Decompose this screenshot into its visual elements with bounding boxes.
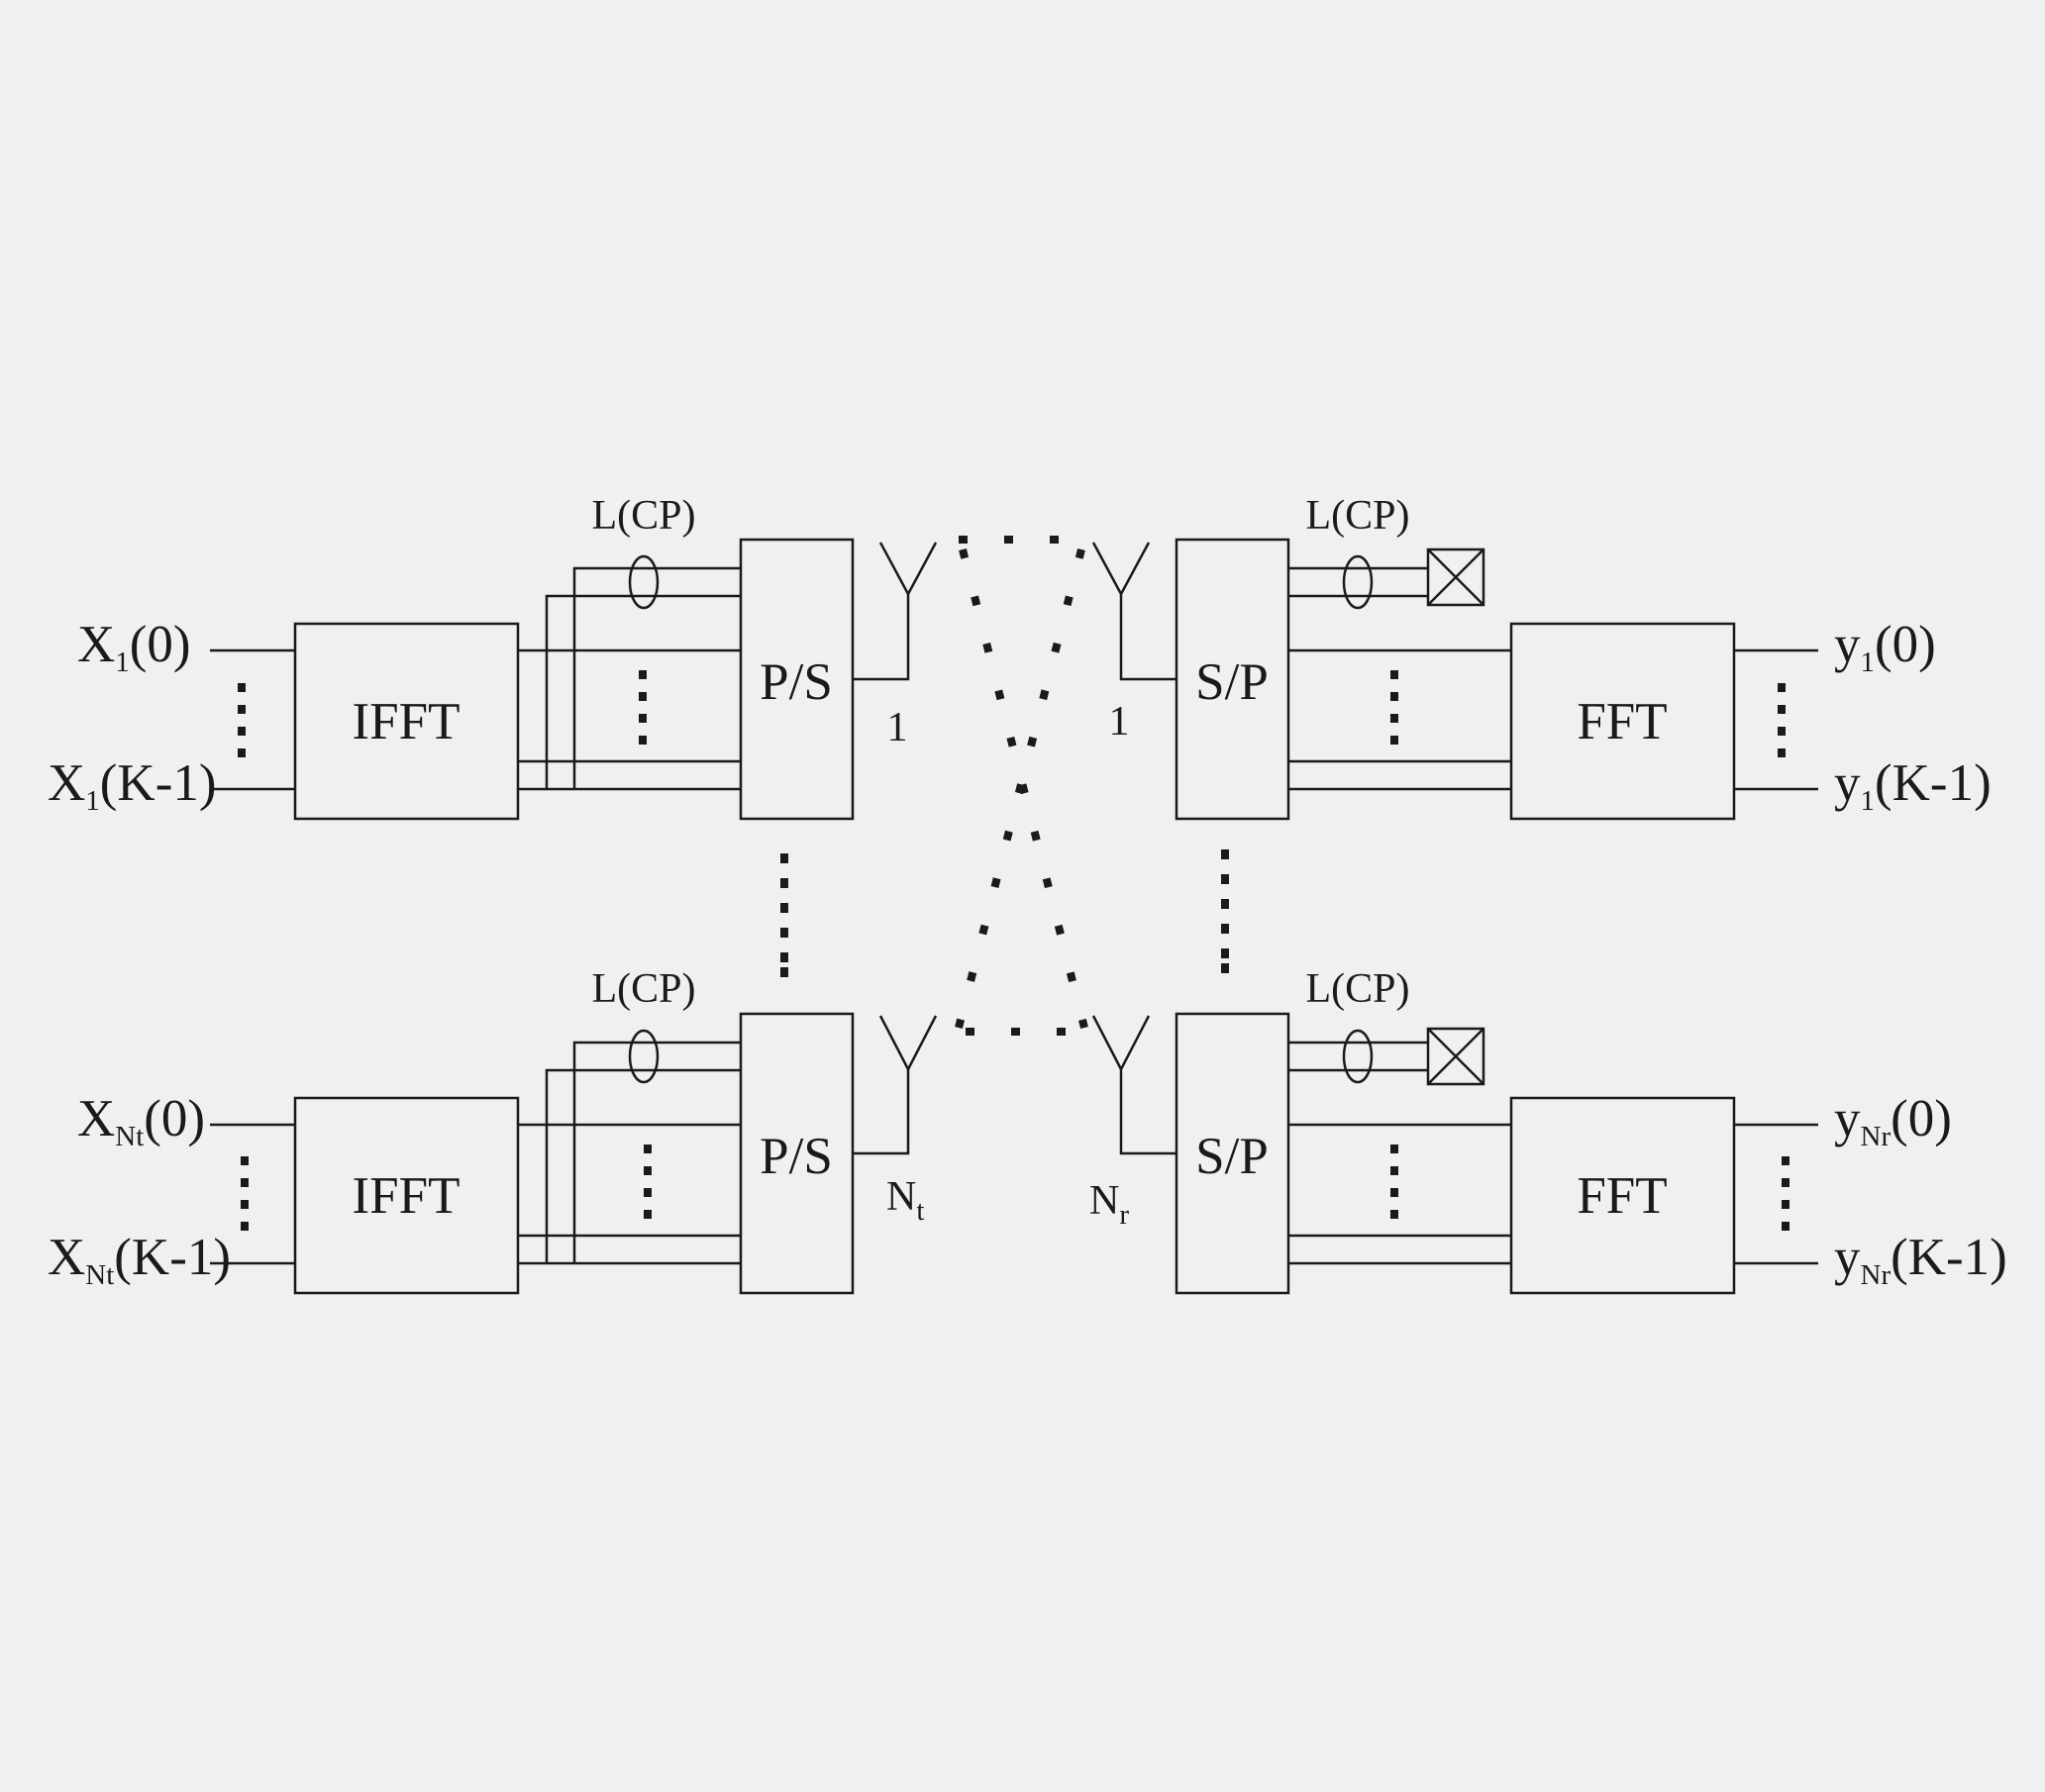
antenna-feed-line: [853, 594, 910, 681]
rx-chain-bottom: Nr S/P L(CP) FFT yNr(0: [1089, 966, 2007, 1295]
rx-chain-top: 1 S/P L(CP) FFT: [1091, 493, 1992, 821]
tx-chain-top: X1(0) X1(K-1) IFFT L(CP) P/S 1: [48, 493, 938, 821]
tx-antenna-index-label: Nt: [886, 1174, 924, 1227]
discard-icon: [1426, 1027, 1485, 1086]
parallel-ellipsis: [1390, 1145, 1398, 1219]
parallel-ellipsis: [639, 670, 647, 745]
sp-label: S/P: [1195, 1128, 1269, 1185]
sp-block: [1175, 1012, 1290, 1295]
parallel-ellipsis: [1390, 670, 1398, 745]
cp-bundle-ellipse: [628, 554, 660, 610]
cp-copy-line-outer: [572, 1041, 741, 1263]
rx-output-first-label: yNr(0): [1834, 1090, 1952, 1152]
ps-label: P/S: [760, 653, 833, 711]
ifft-block: [293, 1096, 520, 1295]
rx-antenna-index-label: Nr: [1089, 1178, 1129, 1231]
cp-copy-line-inner: [545, 594, 741, 789]
tx-input-first-label: XNt(0): [77, 1090, 205, 1152]
input-ellipsis: [241, 1156, 249, 1231]
ifft-label: IFFT: [353, 693, 460, 750]
antenna-icon: [1091, 1015, 1151, 1072]
sp-label: S/P: [1195, 653, 1269, 711]
antenna-feed-line: [1119, 594, 1176, 681]
cp-copy-line-inner: [545, 1068, 741, 1263]
cp-label: L(CP): [1306, 493, 1410, 539]
tx-input-last-label: XNt(K-1): [48, 1229, 231, 1291]
rx-antenna-index-label: 1: [1109, 699, 1130, 745]
tx-antenna-index-label: 1: [887, 705, 908, 750]
cp-label: L(CP): [592, 493, 696, 539]
sp-block: [1175, 538, 1290, 821]
cp-label: L(CP): [592, 966, 696, 1012]
cp-label: L(CP): [1306, 966, 1410, 1012]
ps-label: P/S: [760, 1128, 833, 1185]
rx-output-last-label: yNr(K-1): [1834, 1229, 2007, 1291]
fft-block: [1509, 622, 1736, 821]
channel-path-diagonal-2: [955, 548, 1085, 1029]
fft-label: FFT: [1577, 693, 1667, 750]
discard-icon: [1426, 548, 1485, 607]
cp-bundle-ellipse: [628, 1029, 660, 1084]
antenna-icon: [1091, 542, 1151, 597]
tx-chain-bottom: XNt(0) XNt(K-1) IFFT L(CP) P/S Nt: [48, 966, 938, 1295]
cp-bundle-ellipse: [1342, 1029, 1374, 1084]
parallel-ellipsis: [644, 1145, 652, 1219]
fft-block: [1509, 1096, 1736, 1295]
antenna-feed-line: [1119, 1069, 1176, 1155]
antenna-icon: [878, 1015, 938, 1072]
rx-chain-ellipsis: [1221, 849, 1229, 973]
tx-input-first-label: X1(0): [77, 616, 191, 678]
ifft-label: IFFT: [353, 1167, 460, 1225]
mimo-channel-paths: [955, 536, 1088, 1036]
rx-output-first-label: y1(0): [1834, 616, 1936, 678]
antenna-icon: [878, 542, 938, 597]
ifft-block: [293, 622, 520, 821]
cp-bundle-ellipse: [1342, 554, 1374, 610]
tx-chain-ellipsis: [780, 853, 788, 977]
tx-input-last-label: X1(K-1): [48, 754, 217, 817]
fft-label: FFT: [1577, 1167, 1667, 1225]
cp-copy-line-outer: [572, 566, 741, 789]
rx-output-last-label: y1(K-1): [1834, 754, 1992, 817]
output-ellipsis: [1778, 683, 1786, 757]
output-ellipsis: [1782, 1156, 1789, 1231]
input-ellipsis: [238, 683, 246, 757]
antenna-feed-line: [853, 1069, 910, 1155]
